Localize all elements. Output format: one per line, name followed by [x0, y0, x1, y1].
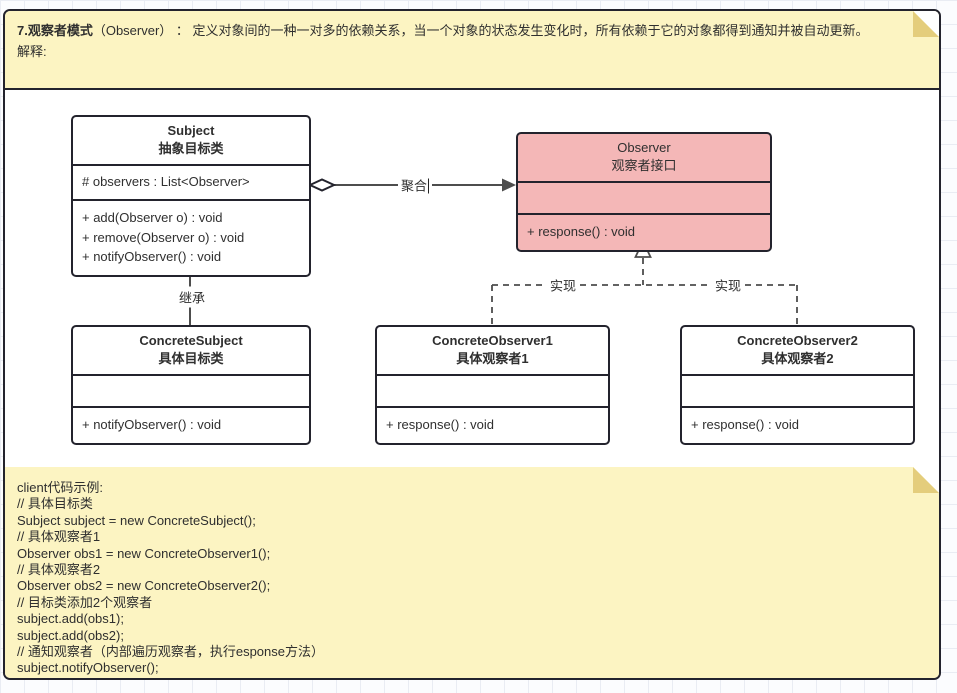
code-line: subject.notifyObserver(); — [17, 660, 159, 676]
class-methods: + notifyObserver() : void — [82, 417, 222, 432]
class-title: ConcreteSubject 具体目标类 — [73, 327, 309, 376]
pattern-description: 7.观察者模式（Observer） ： 定义对象间的一种一对多的依赖关系，当一个… — [17, 23, 869, 59]
aggregation-label[interactable]: 聚合 — [397, 174, 433, 196]
class-attributes — [377, 376, 608, 408]
note-bottom[interactable]: client代码示例: // 具体目标类 Subject subject = n… — [5, 467, 939, 678]
note-fold-icon — [913, 467, 939, 493]
class-methods: + response() : void — [691, 417, 800, 432]
aggregation-diamond-icon — [307, 178, 337, 192]
class-methods: + response() : void — [386, 417, 495, 432]
note-top[interactable]: 7.观察者模式（Observer） ： 定义对象间的一种一对多的依赖关系，当一个… — [5, 11, 939, 90]
arrowhead-icon — [502, 178, 516, 192]
explain-label: 解释: — [17, 44, 47, 59]
class-concrete-subject[interactable]: ConcreteSubject 具体目标类 + notifyObserver()… — [71, 325, 311, 445]
code-line: subject.add(obs2); — [17, 627, 124, 643]
code-line: subject.add(obs1); — [17, 611, 124, 627]
class-attributes — [682, 376, 913, 408]
code-line: Subject subject = new ConcreteSubject(); — [17, 512, 256, 528]
code-line: // 具体观察者2 — [17, 562, 101, 578]
realization-edges[interactable] — [491, 238, 798, 325]
code-line: // 通知观察者（内部遍历观察者，执行esponse方法） — [17, 644, 324, 660]
code-line: // 具体目标类 — [17, 496, 93, 512]
class-subject[interactable]: Subject 抽象目标类 # observers : List<Observe… — [71, 115, 311, 277]
notebook-page: 7.观察者模式（Observer） ： 定义对象间的一种一对多的依赖关系，当一个… — [3, 9, 941, 680]
class-title: Subject 抽象目标类 — [73, 117, 309, 166]
code-line: Observer obs1 = new ConcreteObserver1(); — [17, 545, 271, 561]
class-title: Observer 观察者接口 — [518, 134, 770, 183]
class-concrete-observer2[interactable]: ConcreteObserver2 具体观察者2 + response() : … — [680, 325, 915, 445]
class-observer[interactable]: Observer 观察者接口 + response() : void — [516, 132, 772, 252]
code-line: // 具体观察者1 — [17, 529, 101, 545]
inheritance-label[interactable]: 继承 — [175, 286, 209, 308]
class-title: ConcreteObserver1 具体观察者1 — [377, 327, 608, 376]
code-line: // 目标类添加2个观察者 — [17, 594, 153, 610]
uml-diagram-canvas: Subject 抽象目标类 # observers : List<Observe… — [5, 92, 939, 467]
pattern-title: 7.观察者模式 — [17, 23, 93, 38]
code-line: Observer obs2 = new ConcreteObserver2(); — [17, 578, 271, 594]
realization-label-2[interactable]: 实现 — [711, 274, 745, 296]
code-line: client代码示例: — [17, 480, 103, 495]
note-fold-icon — [913, 11, 939, 37]
class-attributes — [73, 376, 309, 408]
class-attributes: # observers : List<Observer> — [73, 166, 309, 201]
class-attributes — [518, 183, 770, 215]
class-methods: + add(Observer o) : void + remove(Observ… — [82, 210, 245, 264]
class-methods: + response() : void — [527, 224, 636, 239]
class-concrete-observer1[interactable]: ConcreteObserver1 具体观察者1 + response() : … — [375, 325, 610, 445]
class-title: ConcreteObserver2 具体观察者2 — [682, 327, 913, 376]
realization-label-1[interactable]: 实现 — [546, 274, 580, 296]
text-caret — [428, 178, 430, 194]
